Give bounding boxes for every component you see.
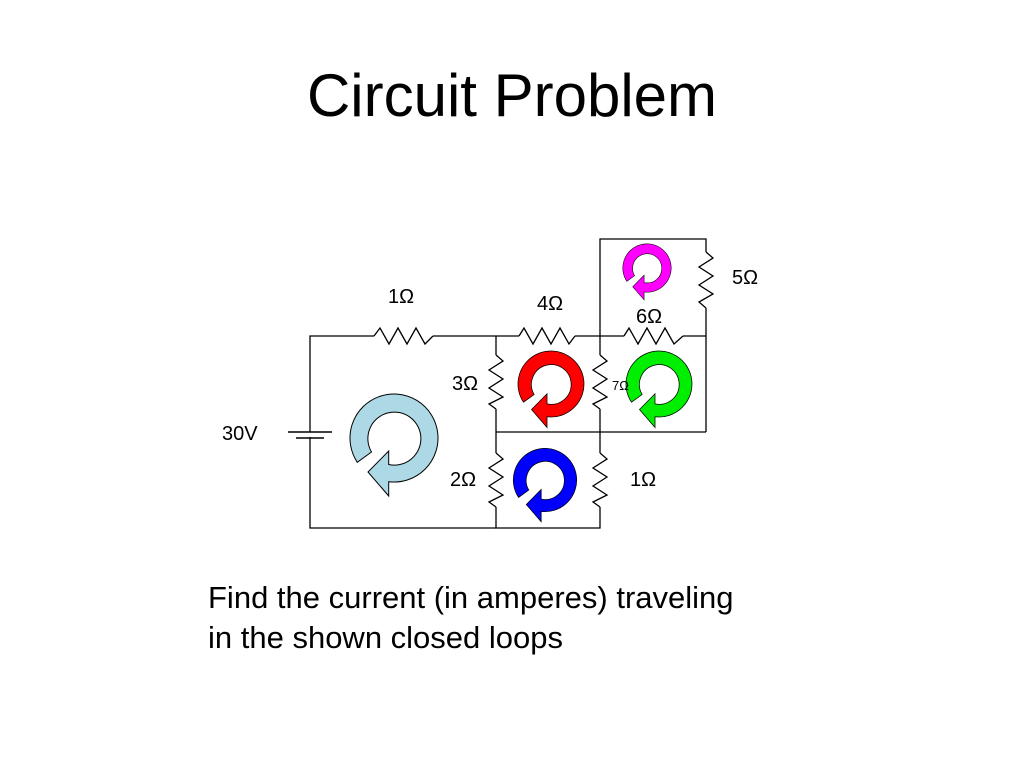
slide-title: Circuit Problem: [306, 62, 718, 129]
resistor-top-mid: [518, 326, 576, 346]
label-r-right-upper: 5Ω: [732, 267, 758, 289]
loop-arrow-magenta: [622, 243, 672, 301]
wire-topbox: [599, 238, 707, 336]
battery-symbol: [288, 431, 332, 439]
question-text: Find the current (in amperes) traveling …: [208, 578, 808, 658]
loop-arrow-red: [517, 350, 585, 428]
label-r-top-mid: 4Ω: [537, 293, 563, 315]
resistor-2ohm: [487, 452, 505, 508]
loop-arrow-green: [625, 350, 693, 428]
wires: [309, 238, 707, 529]
resistor-1ohm-bottom: [591, 452, 609, 508]
label-r-middle-horizontal: 6Ω: [636, 306, 662, 328]
source-label: 30V: [222, 423, 258, 445]
label-r-center-vertical: 7Ω: [612, 378, 629, 393]
resistors: [373, 251, 715, 508]
question-line-2: in the shown closed loops: [208, 620, 564, 655]
resistor-6ohm: [623, 326, 684, 346]
wire-col1-bot: [495, 507, 601, 529]
resistor-5ohm: [697, 251, 715, 309]
label-r-left-vertical: 3Ω: [452, 373, 478, 395]
label-r-top-left: 1Ω: [388, 286, 414, 308]
question-line-1: Find the current (in amperes) traveling: [208, 580, 734, 615]
wire-left-top: [309, 335, 374, 432]
resistor-top-left: [373, 326, 434, 346]
loop-arrow-blue: [512, 447, 578, 523]
wire-col2-top: [575, 335, 601, 355]
label-r-bottom-right-vertical: 1Ω: [630, 469, 656, 491]
resistor-3ohm: [487, 354, 505, 410]
wire-left-bottom: [309, 437, 496, 529]
label-r-bottom-left-vertical: 2Ω: [450, 469, 476, 491]
circuit-labels: 30V 1Ω 4Ω 5Ω 6Ω 3Ω 7Ω 2Ω 1Ω: [222, 267, 758, 491]
loop-arrow-lightblue: [349, 393, 439, 497]
resistor-7ohm: [591, 354, 609, 410]
